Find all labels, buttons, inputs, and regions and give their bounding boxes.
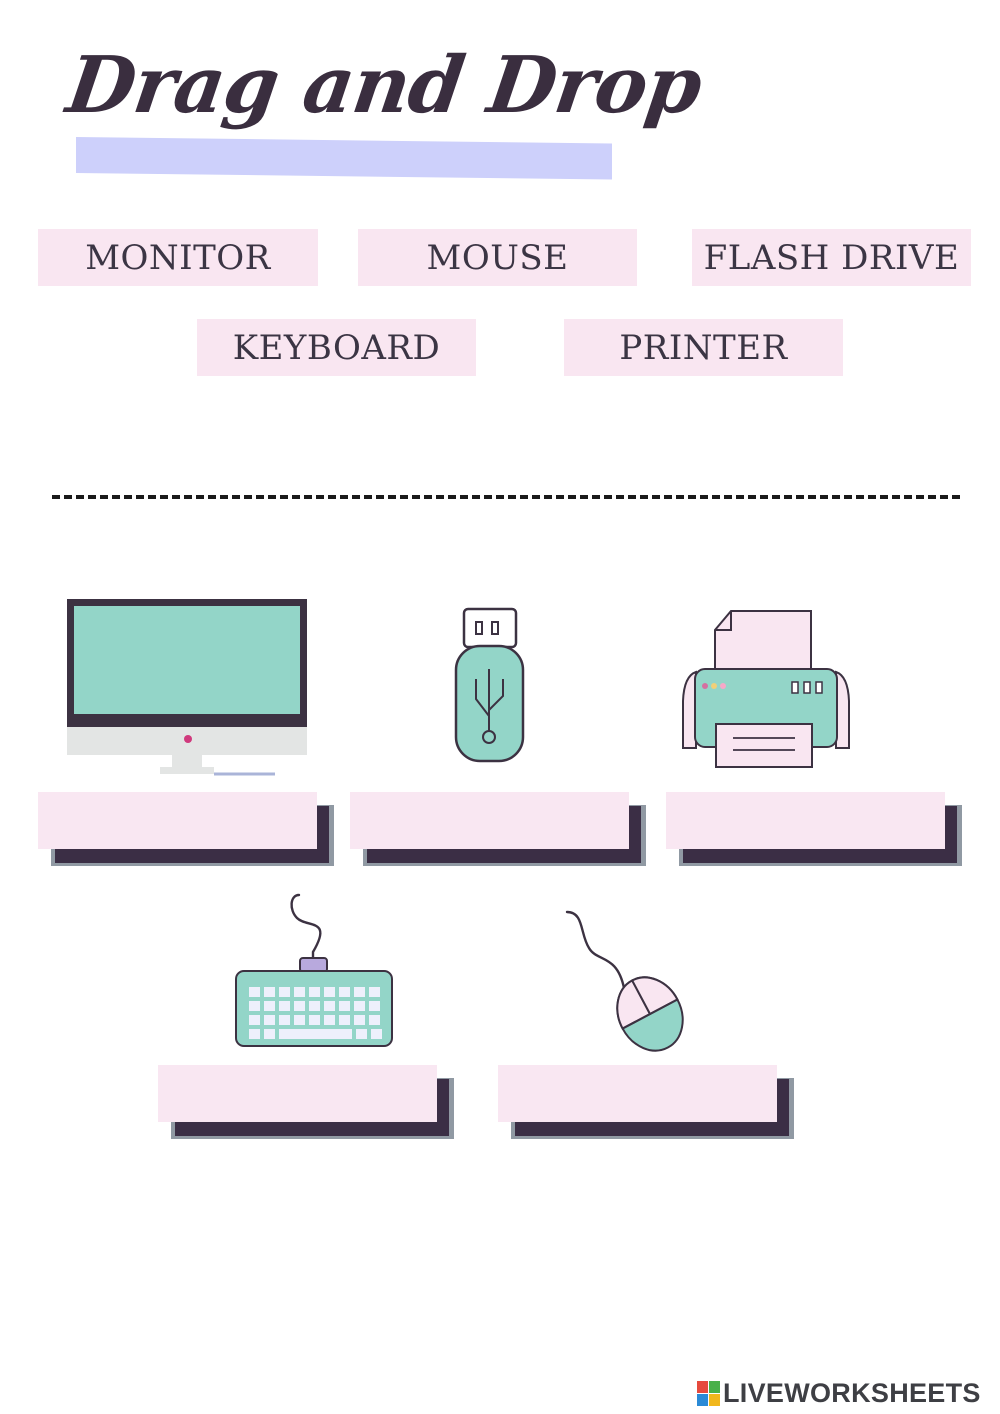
answer-slot[interactable] [498,1065,777,1122]
liveworksheets-logo-icon [697,1380,720,1406]
drop-zone-keyboard[interactable] [158,1065,454,1139]
keyboard-key [279,987,290,997]
drop-zone-monitor[interactable] [38,792,334,866]
keyboard-key [249,1029,260,1039]
keyboard-key [264,1029,275,1039]
title-highlight [76,137,612,180]
keyboard-key [309,1015,320,1025]
drop-zone-printer[interactable] [666,792,962,866]
liveworksheets-logo: LIVEWORKSHEETS [697,1378,981,1409]
word-chip-keyboard[interactable]: KEYBOARD [197,319,476,376]
keyboard-key [294,1015,305,1025]
word-chip-printer[interactable]: PRINTER [564,319,843,376]
keyboard-key [249,1001,260,1011]
keyboard-key [324,1015,335,1025]
liveworksheets-brand: LIVEWORKSHEETS [723,1378,981,1408]
keyboard-key [279,1001,290,1011]
keyboard-key [279,1015,290,1025]
keyboard-keys [249,987,382,1039]
keyboard-key [354,1001,365,1011]
keyboard-key [354,1015,365,1025]
keyboard-key [309,1001,320,1011]
mouse-icon [565,910,684,1052]
keyboard-key [294,1001,305,1011]
keyboard-key [264,1015,275,1025]
word-chip-flash-drive[interactable]: FLASH DRIVE [692,229,971,286]
title-block: Drag and Drop [60,40,707,185]
keyboard-icon [235,893,393,1047]
keyboard-key [324,1001,335,1011]
page-title: Drag and Drop [61,40,707,131]
drop-zone-mouse[interactable] [498,1065,794,1139]
word-chip-mouse[interactable]: MOUSE [358,229,637,286]
answer-slot[interactable] [38,792,317,849]
answer-slot[interactable] [350,792,629,849]
keyboard-key [356,1029,367,1039]
keyboard-key [371,1029,382,1039]
monitor-icon [67,599,307,776]
keyboard-key [339,987,350,997]
answer-slot[interactable] [666,792,945,849]
keyboard-key [324,987,335,997]
keyboard-key [264,987,275,997]
keyboard-key [369,1001,380,1011]
dashed-separator [52,495,960,499]
keyboard-key [339,1015,350,1025]
keyboard-key [354,987,365,997]
keyboard-key [264,1001,275,1011]
keyboard-key [249,1015,260,1025]
answer-slot[interactable] [158,1065,437,1122]
word-chip-monitor[interactable]: MONITOR [38,229,318,286]
keyboard-key [369,1015,380,1025]
drop-zone-flash-drive[interactable] [350,792,646,866]
keyboard-key [309,987,320,997]
keyboard-key [294,987,305,997]
keyboard-key [279,1029,352,1039]
flash-drive-icon [454,607,525,763]
printer-icon [682,610,850,768]
keyboard-key [369,987,380,997]
keyboard-key [249,987,260,997]
keyboard-key [339,1001,350,1011]
